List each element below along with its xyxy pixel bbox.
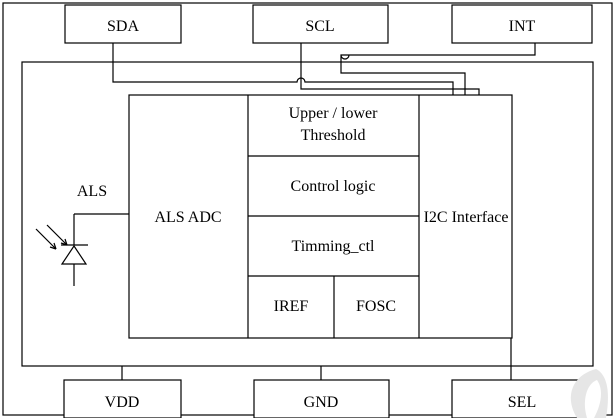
pin-vdd-label: VDD (105, 394, 140, 411)
threshold-label-line1: Upper / lower (289, 105, 379, 122)
pin-scl: SCL (252, 4, 389, 44)
timing-ctl-label: Timming_ctl (292, 238, 376, 255)
pin-scl-label: SCL (305, 18, 334, 35)
pin-int-label: INT (509, 18, 536, 35)
bus-wires (112, 43, 536, 95)
als-adc-label: ALS ADC (154, 209, 221, 226)
pin-sel: SEL (451, 379, 593, 418)
pin-vdd: VDD (63, 379, 182, 418)
pin-gnd-label: GND (304, 394, 339, 411)
iref-label: IREF (274, 298, 309, 315)
als-label: ALS (77, 183, 107, 200)
control-logic-label: Control logic (291, 178, 376, 195)
scl-wire (300, 43, 480, 95)
pin-gnd: GND (253, 379, 390, 418)
pin-sda-label: SDA (107, 18, 139, 35)
int-wire (340, 43, 536, 95)
watermark-logo (570, 369, 608, 418)
pin-sel-label: SEL (508, 394, 536, 411)
fosc-label: FOSC (356, 298, 396, 315)
i2c-interface-label: I2C Interface (424, 209, 509, 226)
photodiode-icon (35, 213, 129, 286)
pin-sda: SDA (64, 4, 182, 44)
pin-int: INT (451, 4, 593, 44)
threshold-label-line2: Threshold (301, 127, 366, 144)
